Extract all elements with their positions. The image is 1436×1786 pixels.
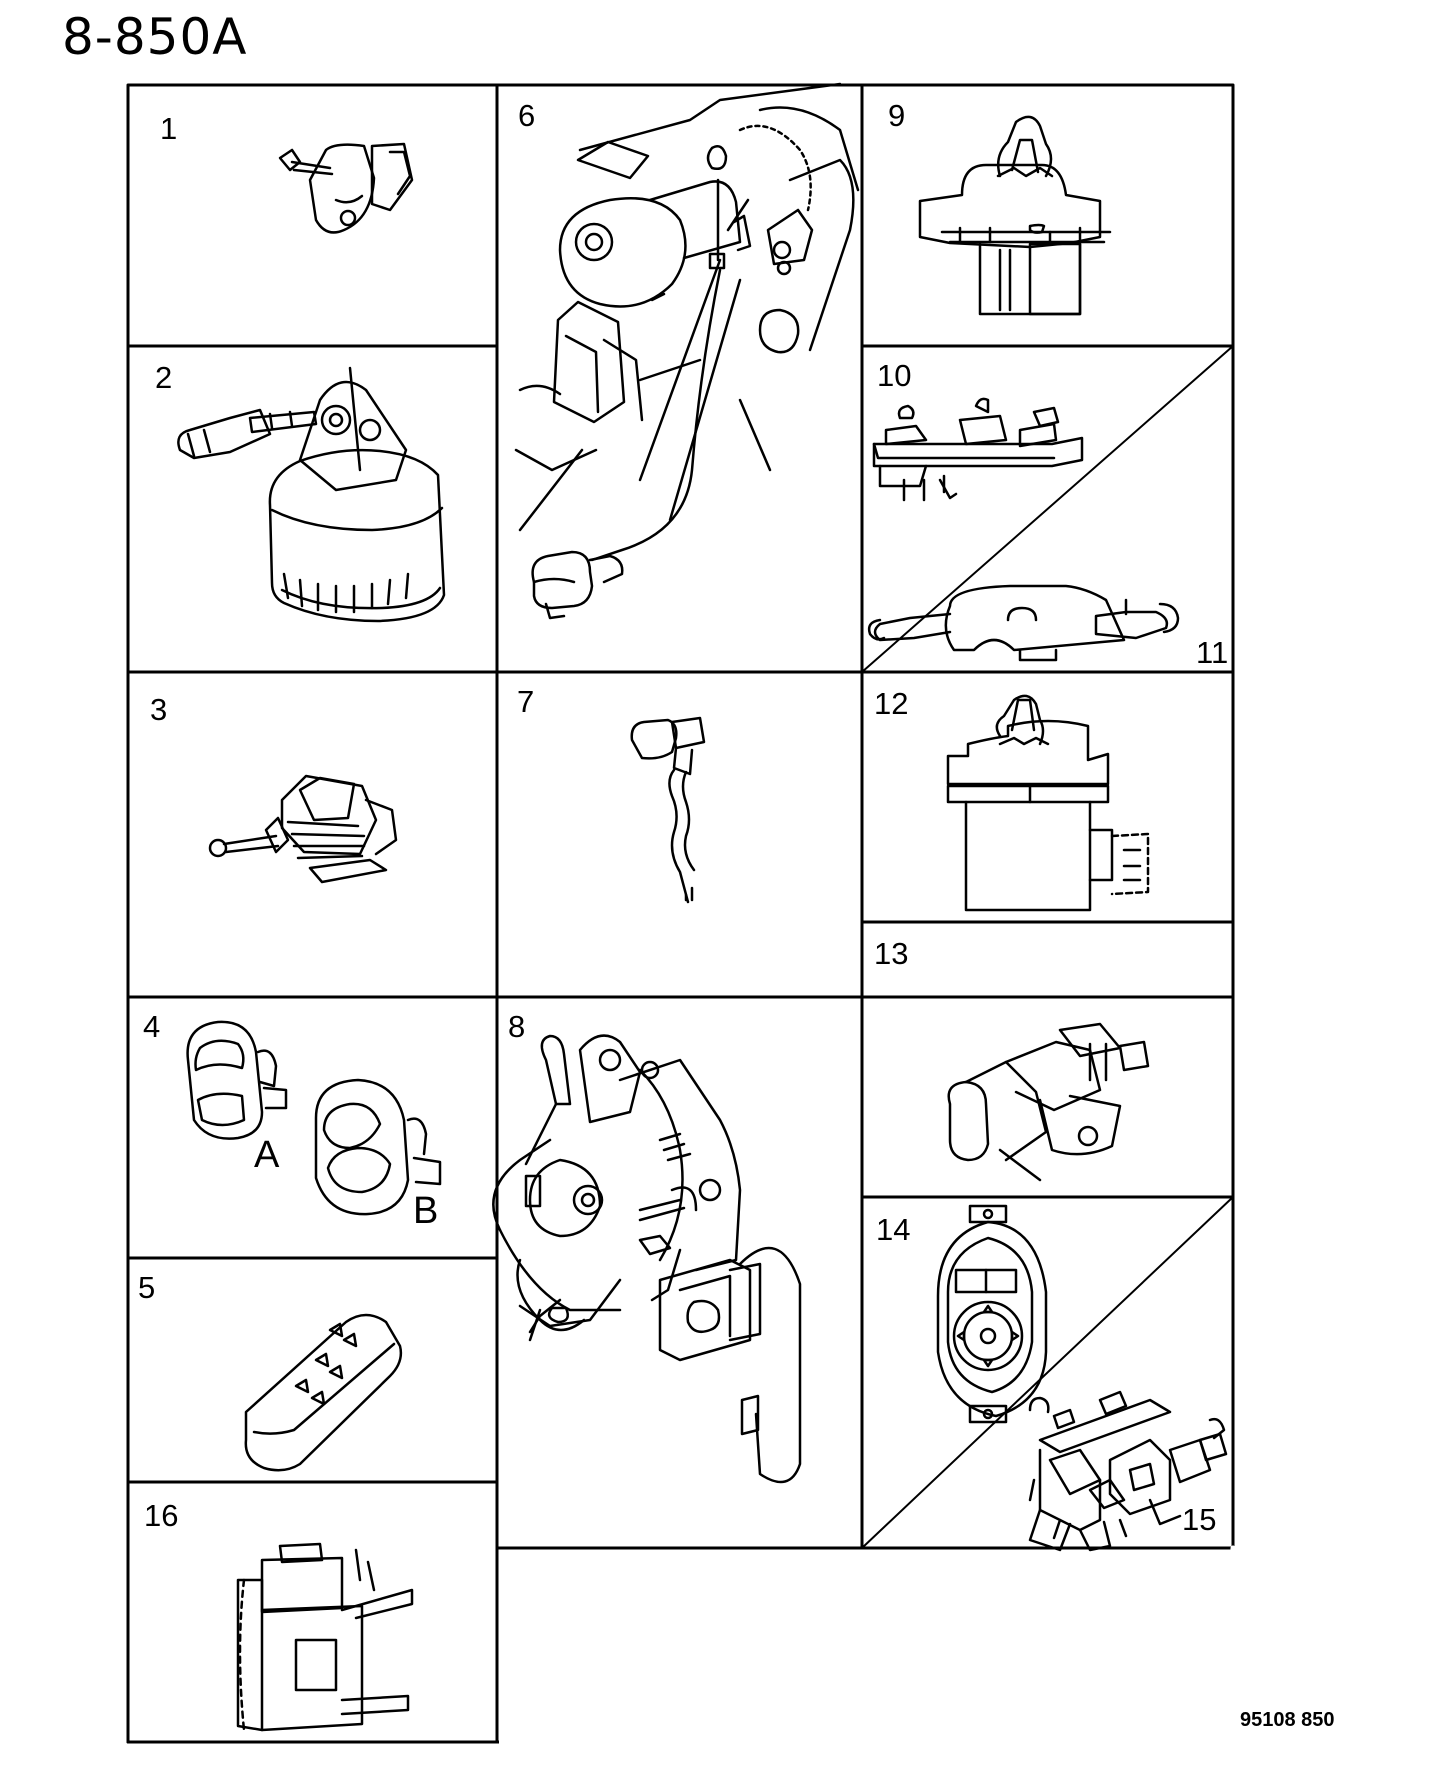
part-1-jamb-switch (278, 142, 414, 234)
callout-11: 11 (1196, 635, 1229, 670)
callout-1: 1 (160, 111, 178, 146)
part-5-window-switch (244, 1313, 403, 1472)
part-2-canister-switch (177, 366, 446, 623)
part-9-relay (918, 115, 1112, 316)
callout-10: 10 (877, 358, 912, 393)
part-14-mirror-switch (936, 1204, 1048, 1424)
variant-label-b: B (413, 1190, 439, 1232)
callout-7: 7 (517, 684, 535, 719)
callout-6: 6 (518, 98, 536, 133)
part-15-ignition-switch (1028, 1390, 1228, 1552)
variant-label-a: A (254, 1134, 280, 1176)
part-10-switch-panel (872, 397, 1084, 502)
callout-13: 13 (874, 936, 909, 971)
page-title: 8-850A (62, 8, 248, 66)
callout-16: 16 (144, 1498, 179, 1533)
part-16-module (236, 1542, 414, 1732)
part-13-switch (947, 1022, 1150, 1182)
part-12-relay (946, 694, 1150, 912)
part-8-latch-assembly (492, 1034, 802, 1484)
callout-2: 2 (155, 360, 173, 395)
callout-9: 9 (888, 98, 906, 133)
callout-5: 5 (138, 1270, 156, 1305)
part-11-multifunction-switch (867, 584, 1180, 662)
callout-12: 12 (874, 686, 909, 721)
part-3-switch (208, 774, 398, 884)
part-6-column-harness (514, 82, 860, 620)
callout-8: 8 (508, 1009, 526, 1044)
callout-14: 14 (876, 1212, 911, 1247)
part-7-sensor (630, 716, 706, 904)
part-4-switches (186, 1020, 442, 1216)
callout-15: 15 (1182, 1502, 1217, 1537)
grid-lines (126, 83, 1236, 1745)
callout-3: 3 (150, 692, 168, 727)
callout-4: 4 (143, 1009, 161, 1044)
diagram-code: 95108 850 (1240, 1709, 1335, 1731)
